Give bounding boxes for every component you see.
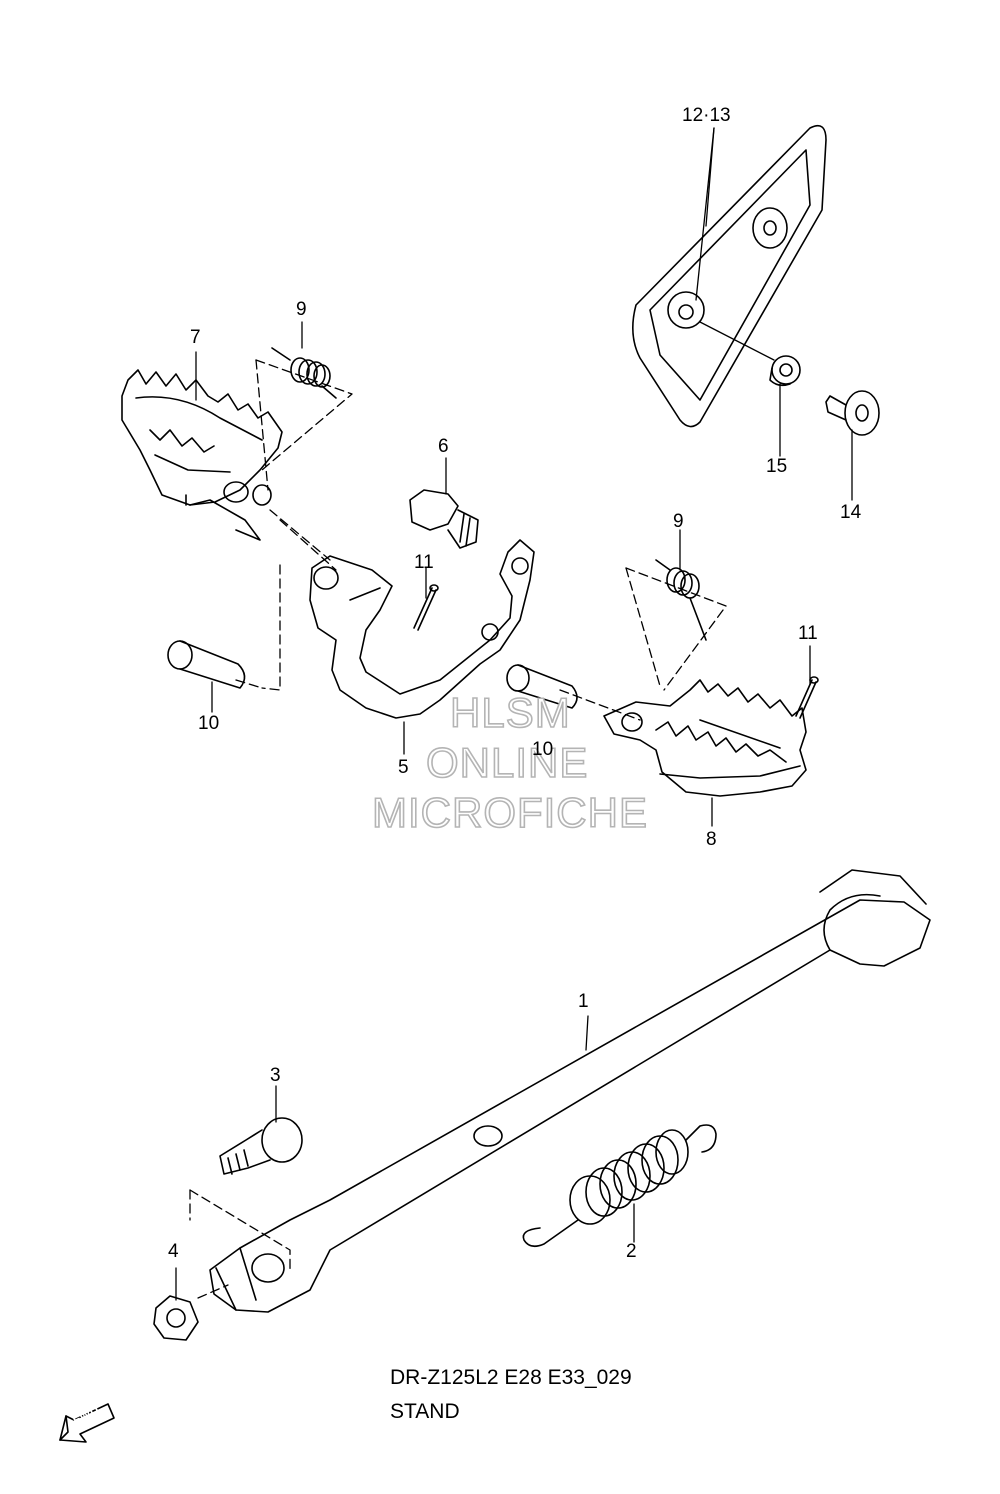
assembly-lines <box>189 359 727 1299</box>
callout-7: 7 <box>190 327 201 348</box>
spring-2-drawing <box>522 1124 717 1248</box>
diagram-code: DR-Z125L2 E28 E33_029 <box>390 1366 632 1389</box>
footrest-8-drawing <box>603 679 807 797</box>
callout-5: 5 <box>398 757 409 778</box>
cotter-pin-11-right-drawing <box>795 676 819 719</box>
watermark-line-3: MICROFICHE <box>371 789 648 836</box>
bolt-3-drawing <box>219 1117 303 1175</box>
callout-3: 3 <box>270 1065 281 1086</box>
bolt-14-drawing <box>825 390 880 436</box>
callout-14: 14 <box>840 502 862 523</box>
callout-11-left: 11 <box>414 552 434 573</box>
diagram-title: STAND <box>390 1400 460 1423</box>
stand-1-drawing <box>209 869 931 1313</box>
nut-4-drawing <box>153 1295 199 1341</box>
callout-12-13: 12·13 <box>682 105 731 126</box>
spring-9-right-drawing <box>655 559 707 641</box>
bracket-5-drawing <box>309 539 535 719</box>
callout-8: 8 <box>706 829 717 850</box>
grommet-15-drawing <box>769 355 801 387</box>
pin-10-right-drawing <box>506 664 578 709</box>
callout-9-left: 9 <box>296 299 307 320</box>
callout-4: 4 <box>168 1241 179 1262</box>
pin-10-left-drawing <box>167 640 246 689</box>
bolt-6-drawing <box>409 489 479 549</box>
callout-10-left: 10 <box>198 713 220 734</box>
callout-2: 2 <box>626 1241 637 1262</box>
spring-9-left-drawing <box>271 347 337 399</box>
side-cover-drawing <box>632 124 827 428</box>
callout-6: 6 <box>438 436 449 457</box>
callout-11-right: 11 <box>798 623 818 644</box>
callout-15: 15 <box>766 456 788 477</box>
footrest-7-drawing <box>121 369 283 541</box>
fwd-arrow-icon <box>59 1403 115 1443</box>
callout-10-right: 10 <box>532 739 554 760</box>
cotter-pin-11-left-drawing <box>413 584 439 631</box>
callout-9-right: 9 <box>673 511 684 532</box>
callout-1: 1 <box>578 991 589 1012</box>
leader-lines <box>175 127 853 1301</box>
watermark-line-1: HLSM <box>449 689 571 736</box>
watermark-line-2: ONLINE <box>425 739 589 786</box>
